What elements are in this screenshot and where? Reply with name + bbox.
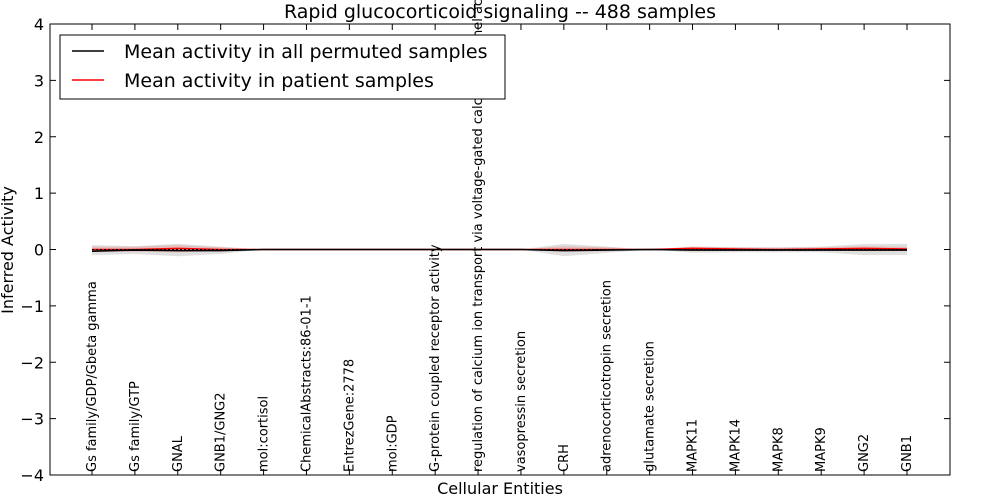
category-label: GNB1 bbox=[900, 435, 915, 472]
series-band-0 bbox=[92, 243, 907, 257]
category-label: GNB1/GNG2 bbox=[214, 392, 229, 472]
y-tick-label: 1 bbox=[34, 184, 44, 203]
y-tick-label: 0 bbox=[34, 241, 44, 260]
category-label: G-protein coupled receptor activity bbox=[428, 244, 443, 472]
category-label: MAPK14 bbox=[728, 419, 743, 472]
x-axis-label: Cellular Entities bbox=[437, 479, 563, 498]
y-tick-label: −2 bbox=[20, 353, 44, 372]
category-label: EntrezGene:2778 bbox=[342, 359, 357, 472]
y-tick-label: −4 bbox=[20, 466, 44, 485]
category-label: ChemicalAbstracts:86-01-1 bbox=[299, 295, 314, 472]
y-axis-label: Inferred Activity bbox=[0, 186, 17, 314]
category-label: vasopressin secretion bbox=[514, 331, 529, 472]
chart-title: Rapid glucocorticoid signaling -- 488 sa… bbox=[284, 1, 716, 23]
category-label: MAPK8 bbox=[771, 427, 786, 472]
y-tick-label: 2 bbox=[34, 128, 44, 147]
category-label: MAPK9 bbox=[814, 427, 829, 472]
category-label: regulation of calcium ion transport via … bbox=[471, 0, 486, 472]
legend-label-0: Mean activity in all permuted samples bbox=[124, 41, 487, 63]
category-label: MAPK11 bbox=[686, 419, 701, 472]
category-label: adrenocorticotropin secretion bbox=[600, 280, 615, 472]
legend: Mean activity in all permuted samplesMea… bbox=[59, 34, 506, 100]
category-label: Gs family/GTP bbox=[128, 381, 143, 472]
y-tick-label: 3 bbox=[34, 71, 44, 90]
category-label: CRH bbox=[557, 444, 572, 472]
series-line-0 bbox=[91, 248, 907, 252]
category-label: GNAL bbox=[171, 435, 186, 472]
y-tick-label: 4 bbox=[34, 15, 44, 34]
category-label: glutamate secretion bbox=[643, 341, 658, 472]
category-label: GNG2 bbox=[857, 434, 872, 472]
category-label: Gs family/GDP/Gbeta gamma bbox=[85, 281, 100, 472]
y-tick-label: −3 bbox=[20, 410, 44, 429]
category-label: mol:cortisol bbox=[257, 396, 272, 472]
legend-label-1: Mean activity in patient samples bbox=[124, 70, 434, 92]
y-tick-label: −1 bbox=[20, 297, 44, 316]
category-label: mol:GDP bbox=[385, 415, 400, 472]
legend-box bbox=[59, 34, 506, 100]
